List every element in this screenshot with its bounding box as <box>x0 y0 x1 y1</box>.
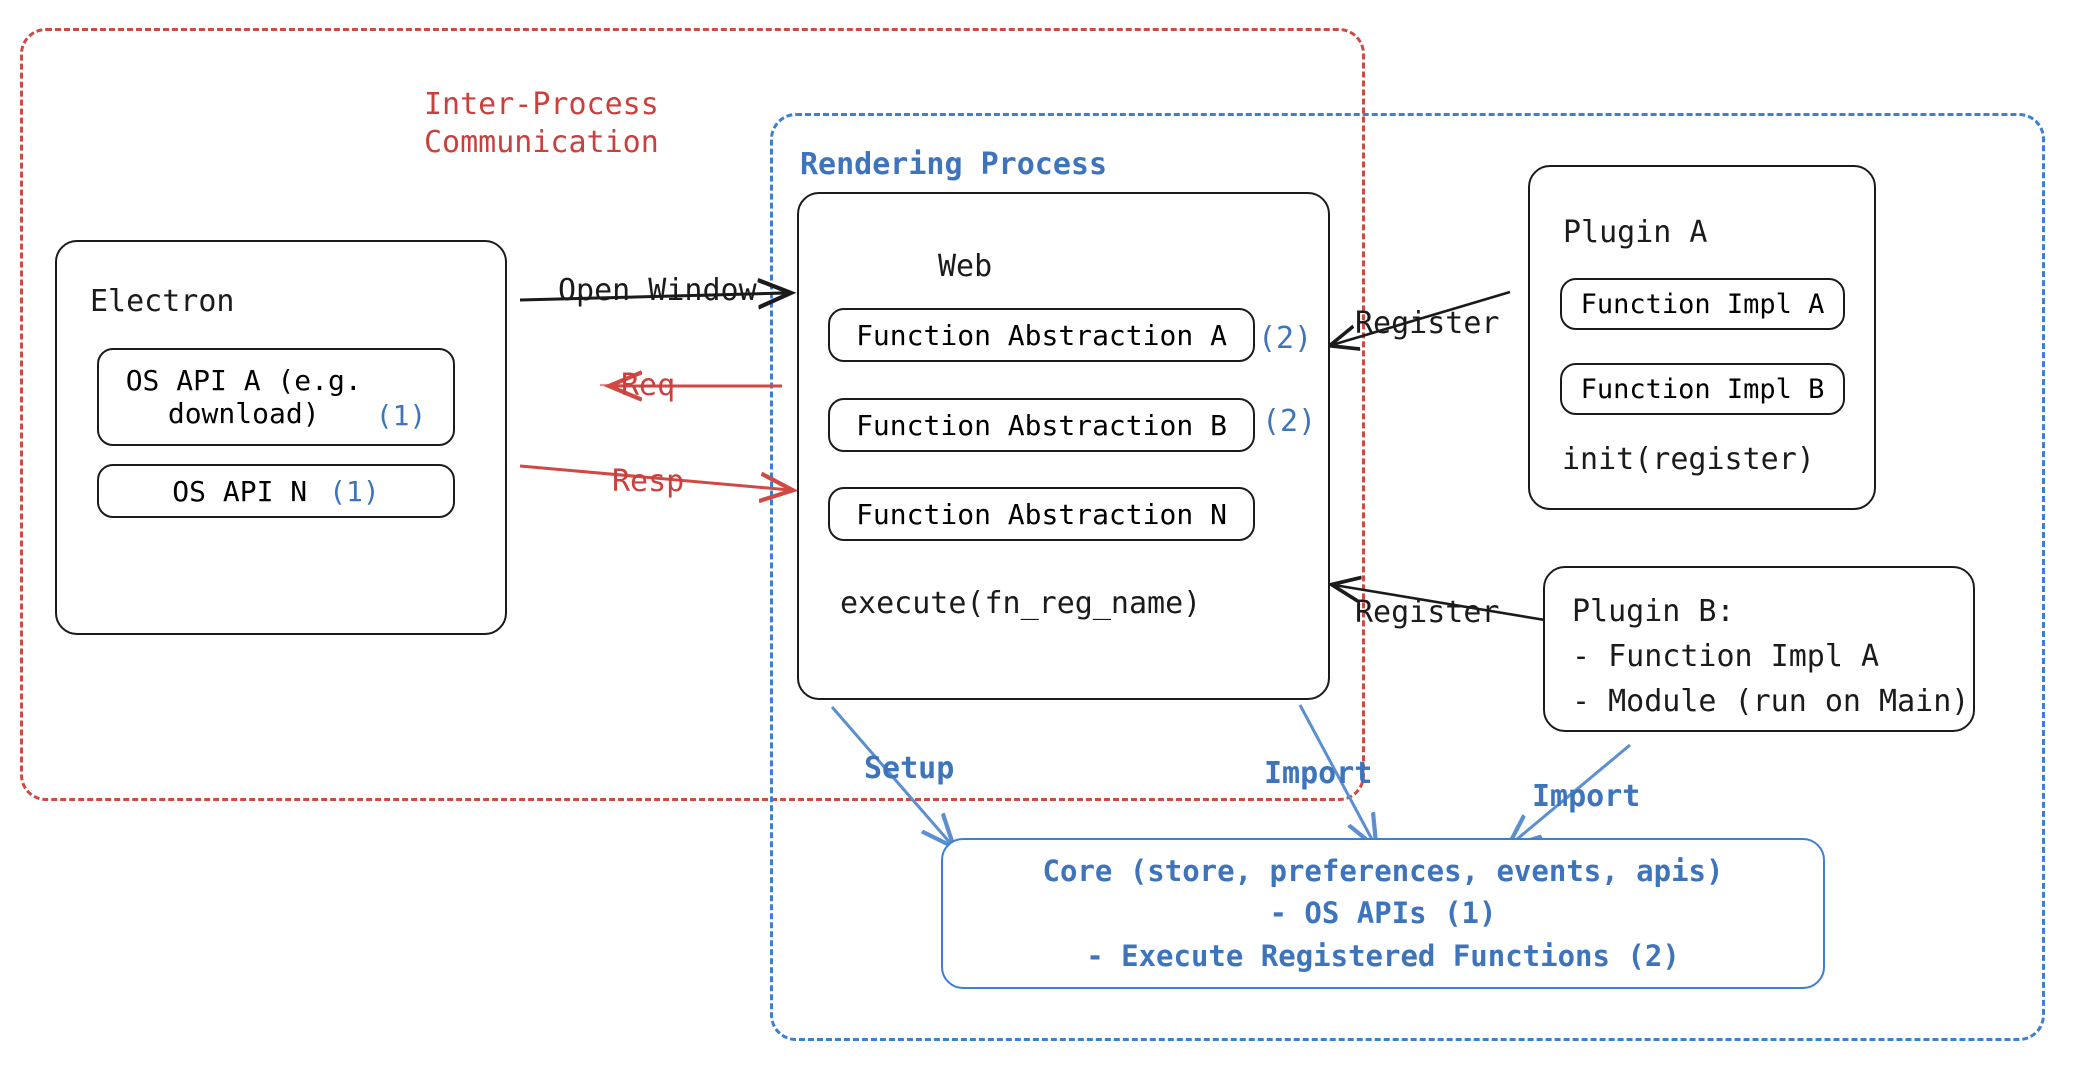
plugin-a-function-impl-a-label: Function Impl A <box>1580 288 1825 320</box>
electron-title: Electron <box>90 284 235 319</box>
os-api-n-label: OS API N <box>172 474 308 508</box>
os-api-a-label: OS API A (e.g. download) <box>125 364 362 430</box>
edge-label-req: Req <box>621 368 676 403</box>
function-abstraction-b-marker: (2) <box>1262 404 1317 439</box>
plugin-b-line-1: - Function Impl A <box>1572 639 1880 674</box>
group-frame-inter-process-communication <box>20 28 1365 801</box>
edge-label-import-left: Import <box>1264 756 1373 791</box>
function-abstraction-n-label: Function Abstraction N <box>856 497 1227 531</box>
plugin-a-function-impl-a-box[interactable]: Function Impl A <box>1560 278 1845 330</box>
edge-label-setup: Setup <box>864 751 955 786</box>
group-label-rendering-process: Rendering Process <box>800 147 1108 182</box>
core-line-2: - OS APIs (1) <box>1269 896 1497 931</box>
function-abstraction-a-marker: (2) <box>1258 321 1313 356</box>
os-api-a-box[interactable]: OS API A (e.g. download) (1) <box>97 348 455 446</box>
os-api-n-box[interactable]: OS API N (1) <box>97 464 455 518</box>
function-abstraction-a-box[interactable]: Function Abstraction A <box>828 308 1255 362</box>
group-frame-rendering-process <box>770 113 2045 1041</box>
core-line-1: Core (store, preferences, events, apis) <box>1042 854 1724 889</box>
plugin-a-title: Plugin A <box>1563 215 1708 250</box>
web-execute-label: execute(fn_reg_name) <box>840 586 1202 621</box>
edge-label-import-right: Import <box>1532 779 1641 814</box>
edge-label-register-top: Register <box>1355 306 1500 341</box>
function-abstraction-n-box[interactable]: Function Abstraction N <box>828 487 1255 541</box>
plugin-b-line-2: - Module (run on Main) <box>1572 684 1970 719</box>
plugin-a-function-impl-b-box[interactable]: Function Impl B <box>1560 363 1845 415</box>
web-title: Web <box>938 249 993 284</box>
function-abstraction-b-box[interactable]: Function Abstraction B <box>828 398 1255 452</box>
function-abstraction-b-label: Function Abstraction B <box>856 408 1227 442</box>
os-api-n-marker: (1) <box>329 474 380 508</box>
plugin-b-box <box>1543 566 1975 732</box>
group-label-inter-process-communication: Inter-Process Communication <box>424 87 659 161</box>
edge-label-resp: Resp <box>612 464 685 499</box>
os-api-a-marker: (1) <box>375 399 427 432</box>
core-box: Core (store, preferences, events, apis) … <box>941 838 1825 989</box>
edge-label-register-bottom: Register <box>1355 595 1500 630</box>
plugin-a-box <box>1528 165 1876 510</box>
edge-label-open-window: Open Window <box>558 273 757 308</box>
plugin-a-init-label: init(register) <box>1562 442 1815 477</box>
core-line-3: - Execute Registered Functions (2) <box>1086 938 1680 973</box>
plugin-b-title: Plugin B: <box>1572 594 1735 629</box>
function-abstraction-a-label: Function Abstraction A <box>856 318 1227 352</box>
plugin-a-function-impl-b-label: Function Impl B <box>1580 373 1825 405</box>
